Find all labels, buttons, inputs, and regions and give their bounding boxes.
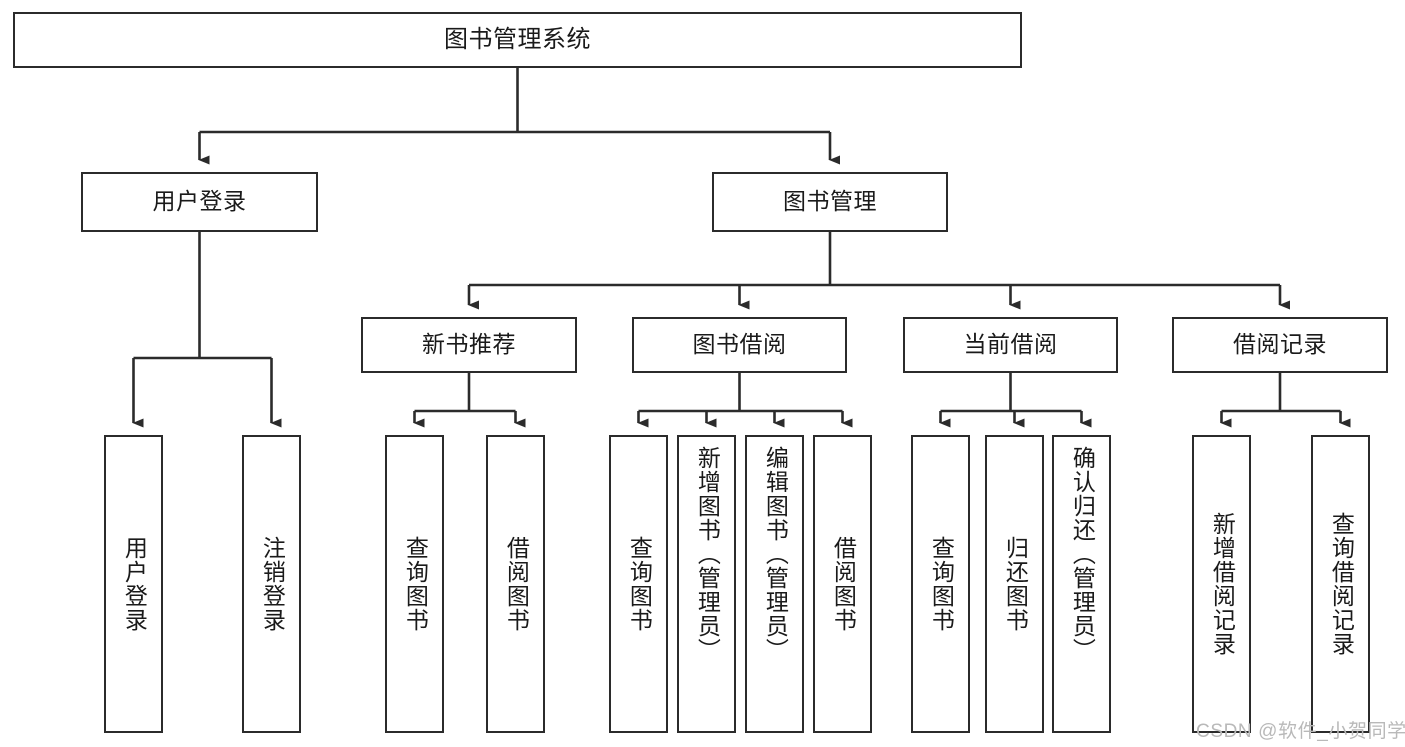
leaf-current-query-book[interactable]: 查询图书: [911, 435, 970, 733]
node-label: 新书推荐: [422, 331, 516, 358]
watermark-label: CSDN @软件_小贺同学: [1196, 721, 1405, 742]
leaf-user-logout[interactable]: 注销登录: [242, 435, 301, 733]
leaf-current-confirm-return-admin[interactable]: 确认归还（管理员）: [1052, 435, 1111, 733]
node-label: 借阅记录: [1233, 331, 1327, 358]
node-label: 确认归还（管理员）: [1069, 446, 1096, 662]
node-label: 用户登录: [121, 536, 148, 632]
node-borrow-record[interactable]: 借阅记录: [1172, 317, 1388, 373]
node-label: 图书管理: [783, 188, 877, 215]
node-new-book-recommend[interactable]: 新书推荐: [361, 317, 577, 373]
node-label: 借阅图书: [830, 536, 857, 632]
leaf-record-query-borrow-record[interactable]: 查询借阅记录: [1311, 435, 1370, 733]
node-label: 当前借阅: [963, 331, 1058, 358]
leaf-user-login[interactable]: 用户登录: [104, 435, 163, 733]
node-label: 注销登录: [259, 536, 286, 632]
leaf-borrow-query-book[interactable]: 查询图书: [609, 435, 668, 733]
node-label: 查询图书: [626, 536, 653, 632]
node-label: 新增借阅记录: [1209, 512, 1236, 656]
node-label: 查询图书: [928, 536, 955, 632]
leaf-current-return-book[interactable]: 归还图书: [985, 435, 1044, 733]
node-label: 新增图书（管理员）: [694, 446, 721, 662]
node-user-login[interactable]: 用户登录: [81, 172, 318, 232]
node-root-system[interactable]: 图书管理系统: [13, 12, 1022, 68]
node-label: 图书管理系统: [444, 25, 591, 53]
node-label: 借阅图书: [503, 536, 530, 632]
leaf-borrow-edit-book-admin[interactable]: 编辑图书（管理员）: [745, 435, 804, 733]
node-label: 编辑图书（管理员）: [762, 446, 789, 662]
node-label: 查询图书: [402, 536, 429, 632]
node-current-borrow[interactable]: 当前借阅: [903, 317, 1118, 373]
node-label: 图书借阅: [692, 331, 787, 358]
leaf-recommend-borrow-book[interactable]: 借阅图书: [486, 435, 545, 733]
node-label: 归还图书: [1002, 536, 1029, 632]
node-label: 查询借阅记录: [1328, 512, 1355, 656]
leaf-recommend-query-book[interactable]: 查询图书: [385, 435, 444, 733]
node-book-borrow[interactable]: 图书借阅: [632, 317, 847, 373]
leaf-borrow-add-book-admin[interactable]: 新增图书（管理员）: [677, 435, 736, 733]
leaf-record-add-borrow-record[interactable]: 新增借阅记录: [1192, 435, 1251, 733]
node-label: 用户登录: [152, 188, 247, 215]
node-book-manage[interactable]: 图书管理: [712, 172, 948, 232]
leaf-borrow-book[interactable]: 借阅图书: [813, 435, 872, 733]
